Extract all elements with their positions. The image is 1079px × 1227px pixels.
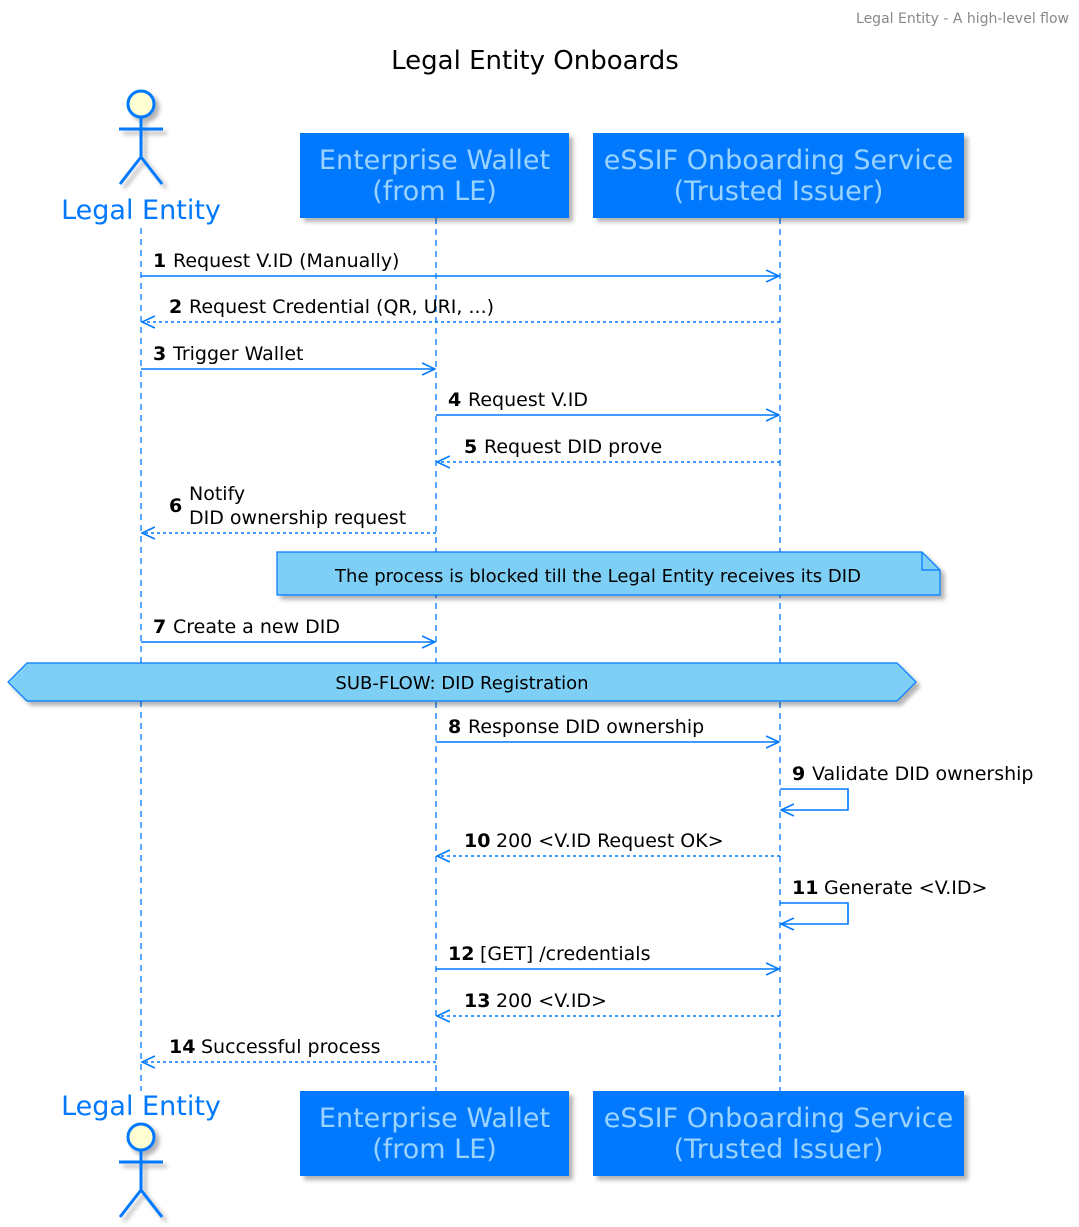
message-number: 7 bbox=[153, 616, 166, 638]
message-label-7: 7 Create a new DID bbox=[153, 616, 340, 638]
actor-figure-le bbox=[118, 1122, 164, 1218]
participant-label-os: (Trusted Issuer) bbox=[674, 1134, 884, 1165]
message-text: Notify bbox=[189, 483, 245, 505]
note: The process is blocked till the Legal En… bbox=[276, 551, 941, 596]
message-10: 10 200 <V.ID Request OK> bbox=[437, 830, 780, 856]
message-label-12: 12 [GET] /credentials bbox=[448, 943, 650, 965]
message-8: 8 Response DID ownership bbox=[436, 716, 779, 742]
note-text: The process is blocked till the Legal En… bbox=[334, 566, 861, 587]
message-text: Request DID prove bbox=[484, 436, 662, 458]
message-text: Request V.ID (Manually) bbox=[173, 250, 399, 272]
message-text: 200 <V.ID Request OK> bbox=[496, 830, 724, 852]
message-13: 13 200 <V.ID> bbox=[437, 990, 780, 1016]
actor-label-le: Legal Entity bbox=[61, 1091, 221, 1122]
message-number: 5 bbox=[464, 436, 477, 458]
message-label-9: 9 Validate DID ownership bbox=[792, 763, 1034, 785]
participant-label-ew: (from LE) bbox=[372, 176, 497, 207]
message-text: Generate <V.ID> bbox=[824, 877, 987, 899]
page-header: Legal Entity - A high-level flow bbox=[856, 11, 1069, 27]
message-14: 14 Successful process bbox=[142, 1036, 436, 1062]
participant-label-ew: (from LE) bbox=[372, 1134, 497, 1165]
message-number: 10 bbox=[464, 830, 490, 852]
message-label-14: 14 Successful process bbox=[169, 1036, 381, 1058]
message-2: 2 Request Credential (QR, URI, ...) bbox=[142, 296, 780, 322]
messages: 1 Request V.ID (Manually) 2 Request Credent… bbox=[141, 250, 1034, 1062]
message-label-13: 13 200 <V.ID> bbox=[464, 990, 607, 1012]
message-9: 9 Validate DID ownership bbox=[780, 763, 1034, 810]
subflow-label: SUB-FLOW: DID Registration bbox=[335, 673, 588, 694]
message-number: 11 bbox=[792, 877, 818, 899]
message-number: 6 bbox=[169, 495, 182, 517]
message-text: Successful process bbox=[201, 1036, 381, 1058]
participants-bottom: Legal Entity Enterprise Wallet(from LE) eS… bbox=[61, 1091, 964, 1218]
participant-os-bottom: eSSIF Onboarding Service(Trusted Issuer) bbox=[593, 1091, 964, 1176]
message-3: 3 Trigger Wallet bbox=[141, 343, 435, 369]
actor-figure-le bbox=[118, 89, 164, 185]
message-number: 1 bbox=[153, 250, 166, 272]
participant-label-os: eSSIF Onboarding Service bbox=[604, 145, 953, 176]
message-label-11: 11 Generate <V.ID> bbox=[792, 877, 987, 899]
participant-ew-bottom: Enterprise Wallet(from LE) bbox=[300, 1091, 569, 1176]
participant-label-os: (Trusted Issuer) bbox=[674, 176, 884, 207]
message-label-3: 3 Trigger Wallet bbox=[153, 343, 303, 365]
message-7: 7 Create a new DID bbox=[141, 616, 435, 642]
participant-label-ew: Enterprise Wallet bbox=[319, 145, 550, 176]
participant-os-top: eSSIF Onboarding Service(Trusted Issuer) bbox=[593, 133, 964, 218]
message-label-2: 2 Request Credential (QR, URI, ...) bbox=[169, 296, 494, 318]
diagram-title: Legal Entity Onboards bbox=[391, 46, 679, 76]
message-text: [GET] /credentials bbox=[480, 943, 650, 965]
actor-label-le: Legal Entity bbox=[61, 195, 221, 226]
message-5: 5 Request DID prove bbox=[437, 436, 780, 462]
message-1: 1 Request V.ID (Manually) bbox=[141, 250, 779, 276]
message-text: Validate DID ownership bbox=[812, 763, 1034, 785]
message-text: 200 <V.ID> bbox=[496, 990, 607, 1012]
subflow-divider: SUB-FLOW: DID Registration bbox=[7, 662, 917, 702]
participant-label-os: eSSIF Onboarding Service bbox=[604, 1103, 953, 1134]
message-arrow-9 bbox=[780, 788, 849, 810]
participant-ew-top: Enterprise Wallet(from LE) bbox=[300, 133, 569, 218]
message-number: 13 bbox=[464, 990, 490, 1012]
message-label-4: 4 Request V.ID bbox=[448, 389, 588, 411]
message-text: DID ownership request bbox=[189, 507, 406, 529]
message-text: Create a new DID bbox=[173, 616, 340, 638]
message-number: 4 bbox=[448, 389, 461, 411]
message-text: Request Credential (QR, URI, ...) bbox=[189, 296, 494, 318]
message-number: 12 bbox=[448, 943, 474, 965]
message-text: Response DID ownership bbox=[468, 716, 704, 738]
message-number: 9 bbox=[792, 763, 805, 785]
message-label-5: 5 Request DID prove bbox=[464, 436, 662, 458]
message-12: 12 [GET] /credentials bbox=[436, 943, 779, 969]
message-text: Trigger Wallet bbox=[172, 343, 303, 365]
message-number: 14 bbox=[169, 1036, 195, 1058]
message-11: 11 Generate <V.ID> bbox=[780, 877, 987, 924]
message-text: Request V.ID bbox=[468, 389, 588, 411]
message-number: 3 bbox=[153, 343, 166, 365]
message-label-10: 10 200 <V.ID Request OK> bbox=[464, 830, 724, 852]
participant-label-ew: Enterprise Wallet bbox=[319, 1103, 550, 1134]
message-4: 4 Request V.ID bbox=[436, 389, 779, 415]
message-label-8: 8 Response DID ownership bbox=[448, 716, 704, 738]
participants-top: Legal Entity Enterprise Wallet(from LE) eS… bbox=[61, 89, 964, 226]
message-label-1: 1 Request V.ID (Manually) bbox=[153, 250, 399, 272]
message-arrow-11 bbox=[780, 902, 849, 924]
message-number: 2 bbox=[169, 296, 182, 318]
lifelines bbox=[140, 218, 781, 1091]
message-number: 8 bbox=[448, 716, 461, 738]
